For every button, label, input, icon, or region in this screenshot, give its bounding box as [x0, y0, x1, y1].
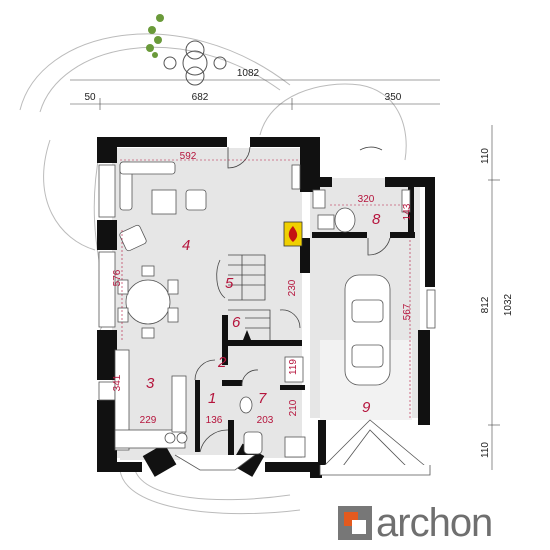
dim-hall-width: 136	[206, 415, 223, 426]
walls	[97, 137, 435, 478]
dim-room8-depth: 143	[402, 203, 413, 220]
dim-right-bottom: 110	[480, 442, 491, 458]
stair-arrow-icon	[243, 330, 251, 340]
room-number-4: 4	[182, 237, 190, 254]
furniture	[114, 161, 411, 458]
archon-logo-text: archon	[376, 501, 493, 545]
dim-bath-width: 203	[257, 415, 274, 426]
dim-right-mid: 812	[480, 296, 491, 313]
dim-bath-depth-1: 119	[288, 359, 299, 375]
dim-stair-depth: 230	[287, 279, 298, 296]
windows	[98, 164, 436, 401]
room-number-3: 3	[146, 375, 155, 392]
archon-logo: archon	[338, 501, 493, 545]
stairs	[216, 254, 271, 340]
room-number-7: 7	[258, 390, 267, 407]
dim-kitchen-depth: 341	[112, 374, 123, 391]
car-icon	[344, 274, 391, 386]
room-number-2: 2	[217, 354, 227, 371]
dim-right-total: 1032	[503, 293, 514, 316]
porch	[174, 419, 431, 476]
room-number-9: 9	[362, 399, 371, 416]
terrace-arcs	[19, 33, 407, 515]
dim-top-right: 350	[385, 92, 402, 103]
plant-icon	[146, 14, 164, 58]
dim-bath-depth-2: 210	[288, 399, 299, 416]
dim-room8-width: 320	[358, 194, 375, 205]
archon-logo-icon	[338, 506, 372, 540]
dim-top-mid: 682	[192, 92, 209, 103]
dim-right-top: 110	[480, 148, 491, 164]
room-number-8: 8	[372, 211, 381, 228]
dim-kitchen-width: 229	[140, 415, 157, 426]
room-number-5: 5	[225, 275, 234, 292]
garden-table	[163, 40, 227, 86]
dim-top-left: 50	[84, 92, 96, 103]
room-number-1: 1	[208, 390, 216, 407]
dimension-lines	[70, 79, 500, 470]
fireplace-icon	[283, 221, 303, 247]
dim-living-depth: 576	[112, 269, 123, 286]
room-number-6: 6	[232, 314, 241, 331]
doors	[194, 146, 391, 453]
dim-living-width: 592	[180, 151, 197, 162]
dim-top-total: 1082	[237, 68, 260, 79]
dim-garage-depth: 567	[402, 303, 413, 320]
